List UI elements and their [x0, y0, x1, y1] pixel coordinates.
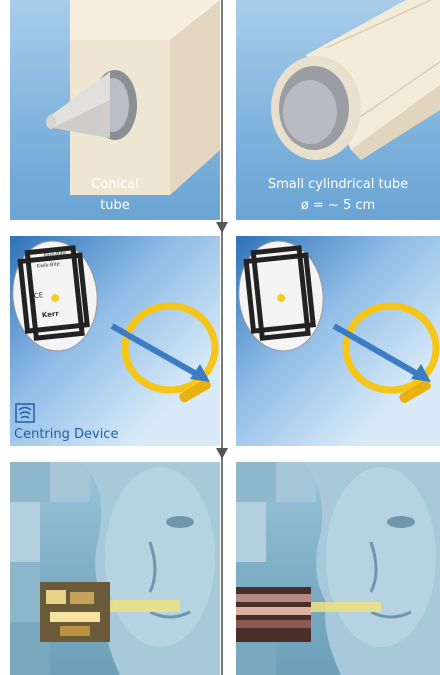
- panel-face-conical: [10, 462, 220, 675]
- vertical-divider: [221, 0, 223, 675]
- caption-cylinder-line1: Small cylindrical tube: [236, 174, 440, 195]
- panel-centring-device: CE Kerr Kwik-Bite Paro-Bite Centring Dev…: [10, 236, 220, 446]
- caption-conical-line2: tube: [10, 195, 220, 216]
- centring-device-illustration-right: [236, 236, 440, 446]
- card-ce-mark: CE: [33, 291, 43, 300]
- caption-conical-line1: Conical: [10, 174, 220, 195]
- panel-centring-device-right: [236, 236, 440, 446]
- panel-cylindrical-tube: Small cylindrical tube ø = ~ 5 cm: [236, 0, 440, 220]
- centring-device-label: Centring Device: [14, 427, 118, 442]
- face-illustration-left: [10, 462, 220, 675]
- panel-conical-tube: Conical tube: [10, 0, 220, 220]
- face-illustration-right: [236, 462, 440, 675]
- panel-face-cylindrical: [236, 462, 440, 675]
- centring-device-illustration: CE Kerr Kwik-Bite Paro-Bite: [10, 236, 220, 446]
- down-arrow-icon: [216, 222, 228, 233]
- centring-device-icon: [14, 402, 36, 424]
- caption-cylinder-line2: ø = ~ 5 cm: [236, 195, 440, 216]
- down-arrow-icon: [216, 448, 228, 459]
